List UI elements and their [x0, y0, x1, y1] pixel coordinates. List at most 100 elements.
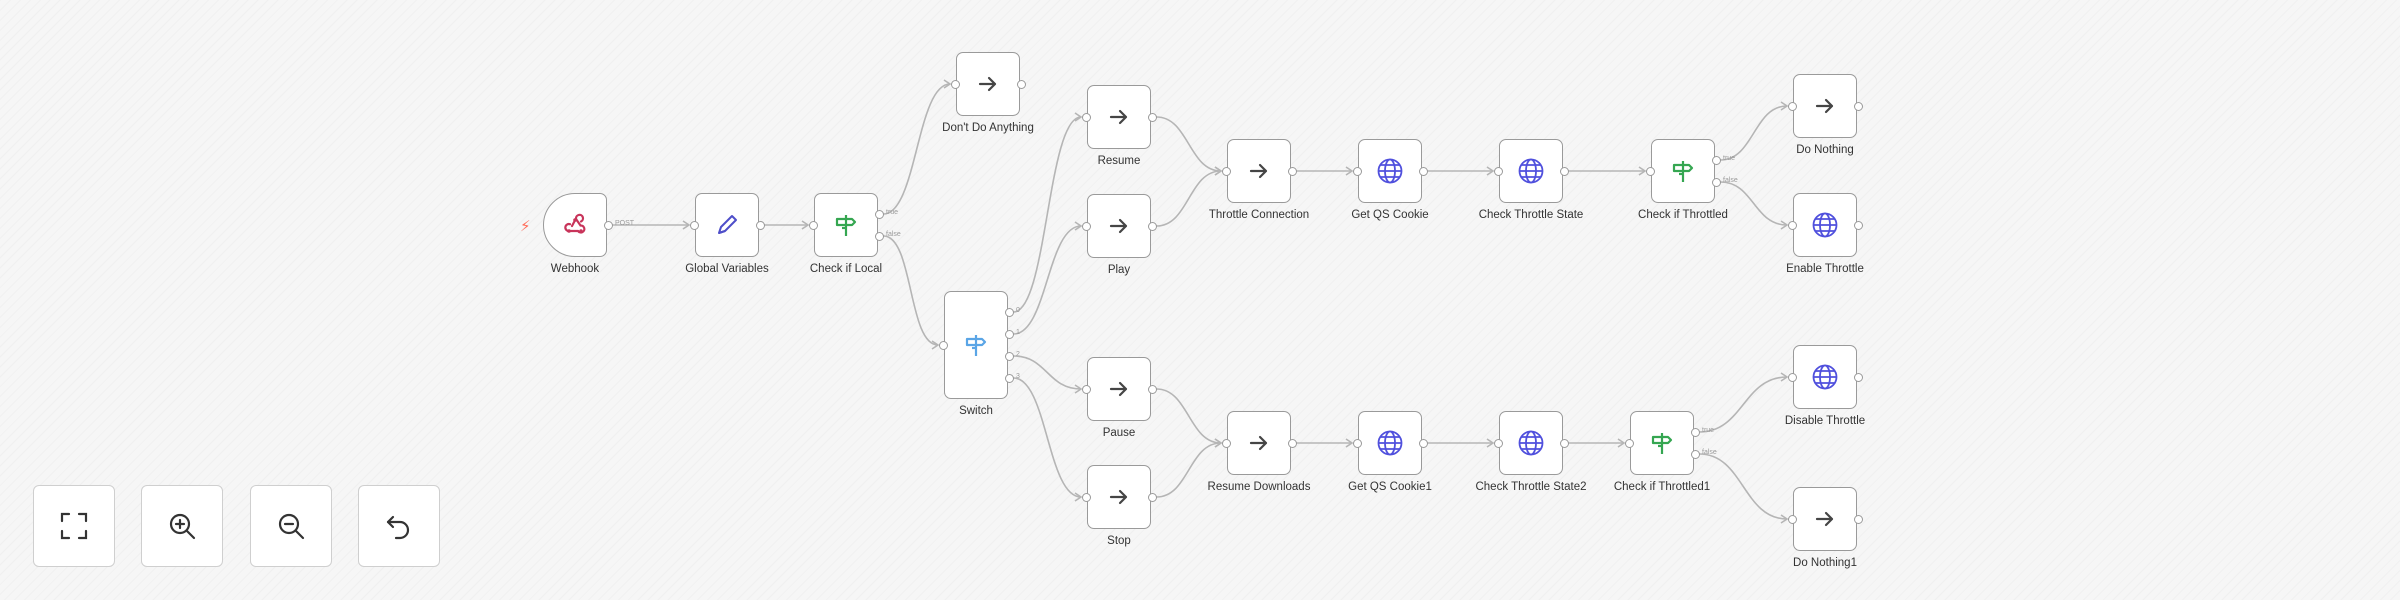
input-port[interactable]: [1787, 220, 1797, 230]
output-port[interactable]: [1147, 112, 1157, 122]
connection-pause-to-resume-downloads[interactable]: [1156, 388, 1222, 444]
output-port[interactable]: [1147, 492, 1157, 502]
arrow-right-icon: [1107, 105, 1131, 129]
output-port-3[interactable]: [1004, 373, 1014, 383]
node-check-if-throttled1[interactable]: [1630, 411, 1694, 475]
output-port-true[interactable]: [874, 209, 884, 219]
switch-signpost-icon: [963, 332, 989, 358]
input-port[interactable]: [1352, 166, 1362, 176]
node-dont-do-anything[interactable]: [956, 52, 1020, 116]
node-label-check-throttle-state: Check Throttle State: [1478, 209, 1584, 221]
node-check-throttle-state[interactable]: [1499, 139, 1563, 203]
input-port[interactable]: [1081, 384, 1091, 394]
output-port[interactable]: [1287, 438, 1297, 448]
output-port[interactable]: [1418, 166, 1428, 176]
input-port[interactable]: [1221, 166, 1231, 176]
output-port-0[interactable]: [1004, 307, 1014, 317]
globe-icon: [1376, 429, 1404, 457]
input-port[interactable]: [1221, 438, 1231, 448]
fit-to-view-button[interactable]: [33, 485, 115, 567]
input-port[interactable]: [1787, 514, 1797, 524]
node-switch[interactable]: [944, 291, 1008, 399]
connection-arrowhead: [682, 220, 691, 230]
output-port[interactable]: [1853, 101, 1863, 111]
connection-stop-to-resume-downloads[interactable]: [1156, 442, 1222, 498]
node-label-stop: Stop: [1107, 535, 1131, 547]
connection-play-to-throttle-connection[interactable]: [1156, 170, 1222, 227]
output-port[interactable]: [1147, 384, 1157, 394]
connection-switch-to-pause[interactable]: [1013, 355, 1082, 390]
input-port[interactable]: [1081, 221, 1091, 231]
output-port-false[interactable]: [1690, 449, 1700, 459]
output-port[interactable]: [1559, 166, 1569, 176]
connection-check-if-throttled1-to-do-nothing1[interactable]: [1699, 453, 1788, 520]
node-throttle-connection[interactable]: [1227, 139, 1291, 203]
node-check-if-throttled[interactable]: [1651, 139, 1715, 203]
connection-check-if-throttled-to-do-nothing[interactable]: [1720, 105, 1788, 161]
input-port[interactable]: [1081, 112, 1091, 122]
input-port[interactable]: [1493, 438, 1503, 448]
node-label-play: Play: [1107, 264, 1131, 276]
node-pause[interactable]: [1087, 357, 1151, 421]
output-port-true[interactable]: [1711, 155, 1721, 165]
output-port-2[interactable]: [1004, 351, 1014, 361]
input-port[interactable]: [689, 220, 699, 230]
globe-icon: [1376, 157, 1404, 185]
input-port[interactable]: [1352, 438, 1362, 448]
input-port[interactable]: [1787, 101, 1797, 111]
output-port[interactable]: [1287, 166, 1297, 176]
arrow-right-icon: [1813, 94, 1837, 118]
connection-check-if-throttled1-to-disable-throttle[interactable]: [1699, 376, 1788, 433]
output-port-1[interactable]: [1004, 329, 1014, 339]
input-port[interactable]: [1081, 492, 1091, 502]
output-port-false[interactable]: [1711, 177, 1721, 187]
output-port[interactable]: [755, 220, 765, 230]
output-port[interactable]: [1418, 438, 1428, 448]
node-check-if-local[interactable]: [814, 193, 878, 257]
connection-check-if-local-to-switch[interactable]: [883, 235, 939, 346]
connection-switch-to-stop[interactable]: [1013, 377, 1082, 498]
connection-arrowhead: [1074, 384, 1083, 394]
node-get-qs-cookie1[interactable]: [1358, 411, 1422, 475]
output-port[interactable]: [1853, 372, 1863, 382]
output-port[interactable]: [603, 220, 613, 230]
node-disable-throttle[interactable]: [1793, 345, 1857, 409]
node-check-throttle-state2[interactable]: [1499, 411, 1563, 475]
connection-resume-to-throttle-connection[interactable]: [1156, 116, 1222, 172]
connection-check-if-throttled-to-enable-throttle[interactable]: [1720, 181, 1788, 226]
output-port[interactable]: [1016, 79, 1026, 89]
output-port[interactable]: [1559, 438, 1569, 448]
zoom-in-button[interactable]: [141, 485, 223, 567]
node-global-variables[interactable]: [695, 193, 759, 257]
output-port[interactable]: [1853, 514, 1863, 524]
node-do-nothing1[interactable]: [1793, 487, 1857, 551]
switch-output-label: 3: [1016, 373, 1020, 380]
node-play[interactable]: [1087, 194, 1151, 258]
node-enable-throttle[interactable]: [1793, 193, 1857, 257]
if-signpost-icon: [1670, 158, 1696, 184]
output-port[interactable]: [1853, 220, 1863, 230]
connection-switch-to-resume[interactable]: [1013, 116, 1082, 313]
connection-check-if-local-to-dont-do-anything[interactable]: [883, 83, 951, 215]
node-do-nothing[interactable]: [1793, 74, 1857, 138]
input-port[interactable]: [1493, 166, 1503, 176]
node-get-qs-cookie[interactable]: [1358, 139, 1422, 203]
output-port-false[interactable]: [874, 231, 884, 241]
input-port[interactable]: [1645, 166, 1655, 176]
node-stop[interactable]: [1087, 465, 1151, 529]
node-webhook[interactable]: [543, 193, 607, 257]
node-resume-downloads[interactable]: [1227, 411, 1291, 475]
zoom-out-button[interactable]: [250, 485, 332, 567]
input-port[interactable]: [808, 220, 818, 230]
input-port[interactable]: [938, 340, 948, 350]
input-port[interactable]: [1787, 372, 1797, 382]
output-port[interactable]: [1147, 221, 1157, 231]
input-port[interactable]: [950, 79, 960, 89]
output-port-true[interactable]: [1690, 427, 1700, 437]
input-port[interactable]: [1624, 438, 1634, 448]
node-label-resume-downloads: Resume Downloads: [1207, 481, 1311, 493]
node-resume[interactable]: [1087, 85, 1151, 149]
undo-button[interactable]: [358, 485, 440, 567]
connection-switch-to-play[interactable]: [1013, 225, 1082, 335]
